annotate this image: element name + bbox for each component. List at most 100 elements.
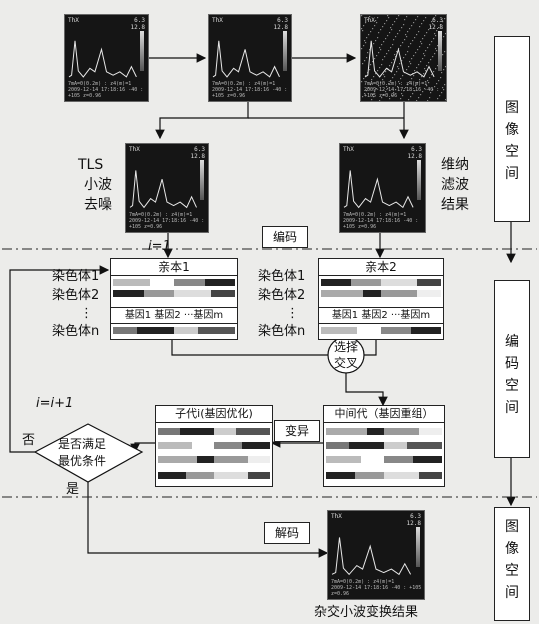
tls-label-3: 去噪 xyxy=(84,196,112,214)
thumb-footer: 7mA=0(0.2m) : z4(m)=12009-12-14 17:18:16… xyxy=(68,81,148,99)
thumb-scale: 6.312.8 xyxy=(408,146,422,160)
thumb-title: ThX xyxy=(212,17,223,24)
side-label-middle: 编码空间 xyxy=(504,331,520,419)
side-box-encoding-space: 编码空间 xyxy=(494,280,530,458)
gene-segment xyxy=(361,456,384,463)
intermediate-title: 中间代（基因重组） xyxy=(324,406,444,423)
gene-segment xyxy=(205,279,236,286)
gene-segment xyxy=(113,290,144,297)
gene-segment xyxy=(326,428,367,435)
i-increment-label: i=i+1 xyxy=(36,395,73,413)
thumb-title: ThX xyxy=(68,17,79,24)
parent1-panel: 亲本1 基因1 基因2 ···基因m xyxy=(110,258,238,340)
cross-label: 交叉 xyxy=(334,354,358,372)
gene-segment xyxy=(381,327,411,334)
parent2-title: 亲本2 xyxy=(319,259,443,276)
chromosome-1-label: 染色体1 xyxy=(52,268,99,286)
parent2-panel: 亲本2 基因1 基因2 ···基因m xyxy=(318,258,444,340)
wiener-label: 维纳 xyxy=(441,156,469,174)
gene-segment xyxy=(321,327,357,334)
gene-segment xyxy=(158,428,180,435)
gene-segment xyxy=(411,327,441,334)
gene-segment xyxy=(214,472,248,479)
gene-segment xyxy=(158,456,197,463)
thumb-colorbar xyxy=(140,31,144,71)
gene-segment xyxy=(113,327,137,334)
gene-segment xyxy=(413,456,442,463)
gene-segment xyxy=(214,456,248,463)
chromosome-2-label-right: 染色体2 xyxy=(258,287,305,305)
gene-segment xyxy=(174,290,211,297)
gene-segment xyxy=(384,442,407,449)
thumb-colorbar xyxy=(417,160,421,200)
wiener-label-3: 结果 xyxy=(441,196,469,214)
gene-segment xyxy=(197,456,214,463)
thumb-colorbar xyxy=(283,31,287,71)
gene-segment xyxy=(248,472,270,479)
gene-segment xyxy=(355,472,384,479)
side-label-top: 图像空间 xyxy=(504,97,520,185)
gene-segment xyxy=(158,472,186,479)
gene-segment xyxy=(417,279,441,286)
chromosome-n-label: 染色体n xyxy=(52,323,99,341)
wiener-label-2: 滤波 xyxy=(441,176,469,194)
gene-segment xyxy=(321,279,351,286)
gene-segment xyxy=(137,327,174,334)
parent1-title: 亲本1 xyxy=(111,259,237,276)
tls-label-2: 小波 xyxy=(84,176,112,194)
side-box-image-space-bottom: 图像空间 xyxy=(494,507,530,621)
gene-segment xyxy=(113,279,150,286)
result-caption: 杂交小波变换结果 xyxy=(314,604,418,622)
gene-segment xyxy=(321,290,363,297)
no-label: 否 xyxy=(22,432,35,450)
gene-segment xyxy=(407,442,442,449)
gene-segment xyxy=(384,472,419,479)
thumb-title: ThX xyxy=(364,17,375,24)
gene-segment xyxy=(384,428,419,435)
thumb-footer: 7mA=0(0.2m) : z4(m)=12009-12-14 17:18:16… xyxy=(212,81,291,99)
thumb-title: ThX xyxy=(343,146,354,153)
thumb-footer: 7mA=0(0.2m) : z4(m)=12009-12-14 17:18:16… xyxy=(343,212,425,230)
gene-segment xyxy=(381,290,417,297)
encode-box: 编码 xyxy=(262,226,308,248)
gene-segment xyxy=(242,442,270,449)
offspring-title: 子代i(基因优化) xyxy=(156,406,272,423)
image-thumb-tls: ThX6.312.87mA=0(0.2m) : z4(m)=12009-12-1… xyxy=(125,143,209,233)
i-init-label: i=1 xyxy=(148,238,171,256)
thumb-colorbar xyxy=(416,527,420,567)
gene-segment xyxy=(144,290,175,297)
gene-segment xyxy=(180,428,214,435)
gene-segment xyxy=(174,279,205,286)
offspring-panel: 子代i(基因优化) xyxy=(155,405,273,487)
gene-segment xyxy=(326,456,361,463)
chromosome-dots-label: ⋮ xyxy=(80,305,93,323)
chromosome-1-label-right: 染色体1 xyxy=(258,268,305,286)
yes-label: 是 xyxy=(66,481,79,499)
gene-segment xyxy=(349,442,384,449)
gene-segment xyxy=(326,472,355,479)
thumb-title: ThX xyxy=(331,513,342,520)
gene-segment xyxy=(192,442,214,449)
gene-segment xyxy=(214,442,242,449)
mutation-box: 变异 xyxy=(274,420,320,442)
parent2-genes-row: 基因1 基因2 ···基因m xyxy=(319,307,443,324)
gene-segment xyxy=(211,290,235,297)
gene-segment xyxy=(357,327,381,334)
decision-line2: 最优条件 xyxy=(58,452,106,470)
gene-segment xyxy=(248,456,270,463)
gene-segment xyxy=(150,279,174,286)
chromosome-n-label-right: 染色体n xyxy=(258,323,305,341)
gene-segment xyxy=(417,290,441,297)
chromosome-2-label: 染色体2 xyxy=(52,287,99,305)
decision-line1: 是否满足 xyxy=(58,435,106,453)
gene-segment xyxy=(326,442,349,449)
side-label-bottom: 图像空间 xyxy=(504,516,520,604)
thumb-colorbar xyxy=(200,160,204,200)
